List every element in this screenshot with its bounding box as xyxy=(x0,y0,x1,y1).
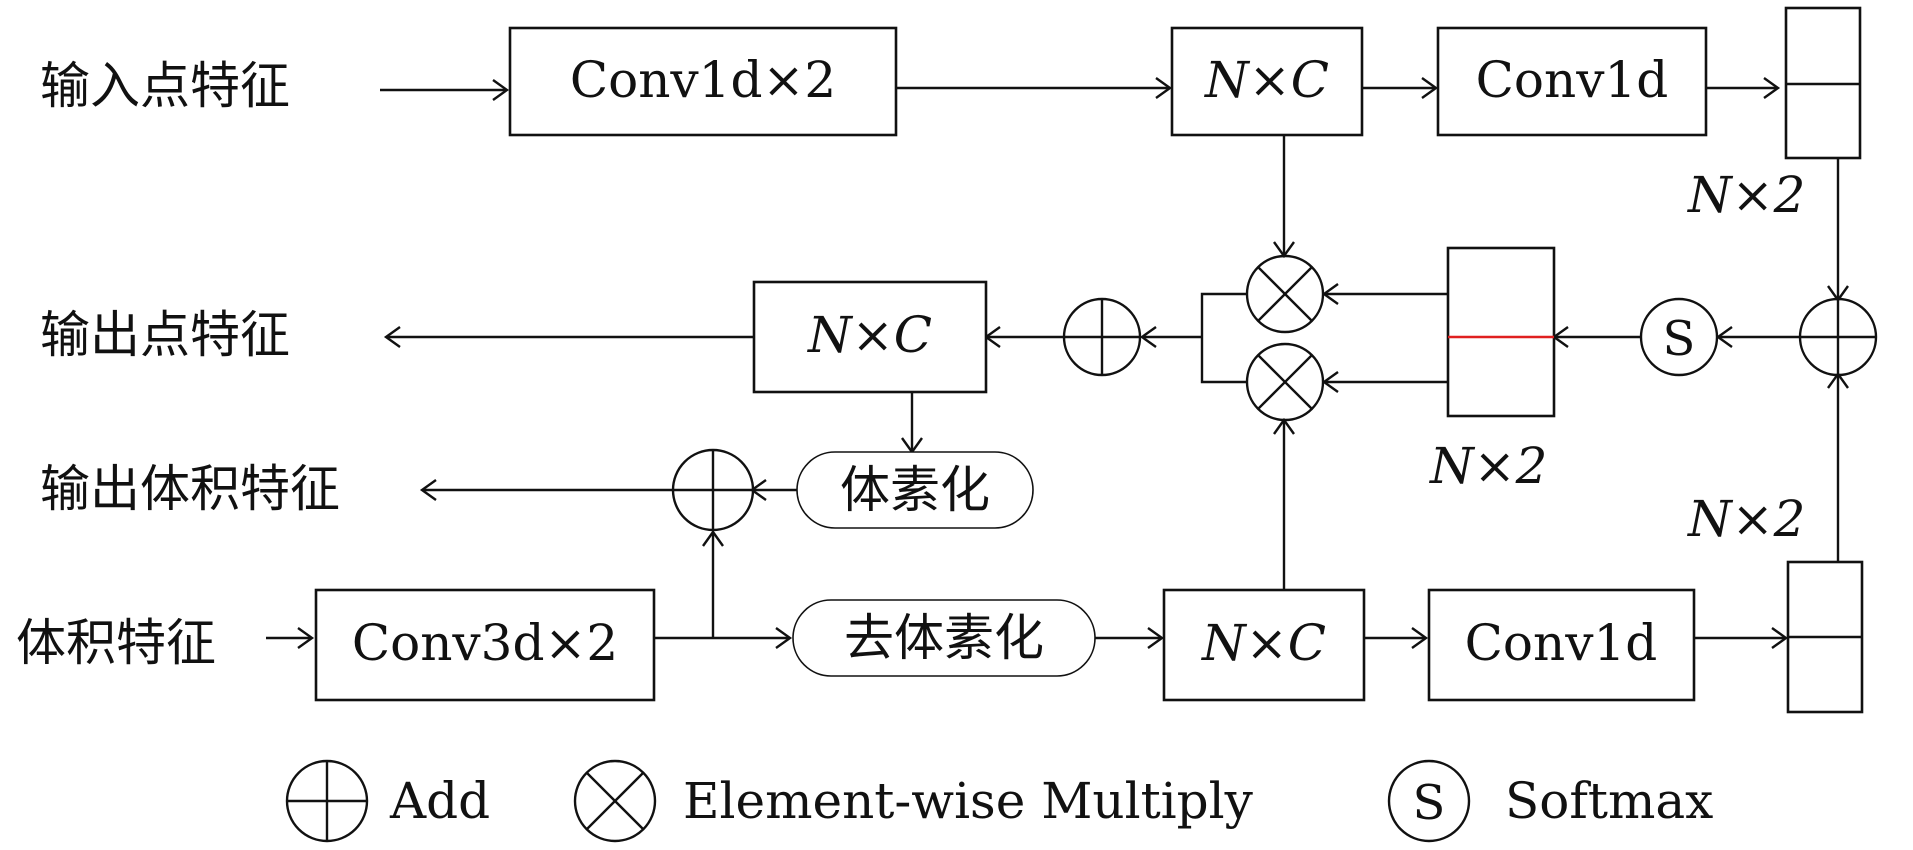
input-volume-features-label: 体积特征 xyxy=(16,614,216,672)
arrow-nxc-mid-to-output xyxy=(383,326,754,348)
nxc-mid-block: N×C xyxy=(752,280,988,394)
conv1d-bottom-label: Conv1d xyxy=(1465,614,1658,672)
nxc-top-label: N×C xyxy=(1204,51,1329,109)
devoxelize-block: 去体素化 xyxy=(792,599,1096,677)
voxelize-block: 体素化 xyxy=(796,451,1034,529)
legend: Add Element-wise Multiply S Softmax xyxy=(285,759,1713,843)
arrow-nxc-top-to-conv1d-top xyxy=(1362,77,1439,99)
conv1d-x2-block: Conv1d×2 xyxy=(508,26,898,137)
split-top-block xyxy=(1784,6,1862,160)
multiply-op-top xyxy=(1245,254,1325,334)
conv3d-x2-block: Conv3d×2 xyxy=(314,588,656,702)
add-op-right xyxy=(1798,297,1878,377)
arrow-add-to-softmax xyxy=(1715,326,1800,348)
conv1d-x2-label: Conv1d×2 xyxy=(570,51,836,109)
conv1d-bottom-block: Conv1d xyxy=(1427,588,1696,702)
nxc-bottom-label: N×C xyxy=(1201,614,1326,672)
arrow-branch-to-add-left xyxy=(702,529,724,638)
dim-mid-label: N×2 xyxy=(1429,437,1547,495)
softmax-op: S xyxy=(1639,297,1719,377)
nxc-top-block: N×C xyxy=(1170,26,1364,137)
merge-multiply-outputs xyxy=(1200,292,1247,384)
arrow-input-to-conv1dx2 xyxy=(380,79,510,101)
arrow-nxc-top-to-multiply xyxy=(1273,135,1295,259)
arrow-volume-to-conv3dx2 xyxy=(266,627,315,649)
add-op-mid xyxy=(1062,297,1142,377)
arrow-conv1d-bottom-to-split xyxy=(1694,627,1789,649)
arrow-voxelize-to-add xyxy=(749,479,797,501)
conv3d-x2-label: Conv3d×2 xyxy=(352,614,618,672)
dim-top-label: N×2 xyxy=(1687,166,1805,224)
multiply-op-bottom xyxy=(1245,342,1325,422)
legend-softmax-icon: S xyxy=(1387,759,1471,843)
arrow-conv1dx2-to-nxc-top xyxy=(896,77,1173,99)
arrow-split-top-to-add xyxy=(1827,158,1849,303)
arrow-split-bottom-to-add xyxy=(1827,371,1849,562)
split-mid-block xyxy=(1446,246,1556,418)
conv1d-top-block: Conv1d xyxy=(1436,26,1708,137)
arrow-nxc-mid-to-voxelize xyxy=(901,392,923,455)
legend-softmax-symbol: S xyxy=(1413,775,1446,831)
arrow-add-mid-to-nxc xyxy=(983,326,1064,348)
conv1d-top-label: Conv1d xyxy=(1476,51,1669,109)
arrow-branch-to-devoxelize xyxy=(713,627,793,649)
output-point-features-label: 输出点特征 xyxy=(40,306,290,364)
arrow-softmax-to-split-mid xyxy=(1551,326,1641,348)
arrow-nxc-bottom-to-multiply xyxy=(1273,417,1295,592)
arrow-conv1d-top-to-split xyxy=(1706,77,1781,99)
legend-multiply-label: Element-wise Multiply xyxy=(683,772,1254,830)
legend-softmax-label: Softmax xyxy=(1505,772,1713,830)
dim-bottom-label: N×2 xyxy=(1687,490,1805,548)
nxc-bottom-block: N×C xyxy=(1162,588,1366,702)
input-point-features-label: 输入点特征 xyxy=(40,57,290,115)
voxelize-label: 体素化 xyxy=(840,461,990,519)
devoxelize-label: 去体素化 xyxy=(844,609,1044,667)
legend-add-label: Add xyxy=(389,772,490,830)
output-volume-features-label: 输出体积特征 xyxy=(40,460,340,518)
legend-add-icon xyxy=(285,759,369,843)
add-op-left xyxy=(671,448,755,532)
arrow-split-to-multiply-bottom xyxy=(1321,371,1448,393)
arrow-add-left-to-output-volume xyxy=(419,479,673,501)
arrow-split-to-multiply-top xyxy=(1321,283,1448,305)
arrow-devoxelize-to-nxc-bottom xyxy=(1095,627,1165,649)
softmax-op-symbol: S xyxy=(1663,311,1696,367)
split-bottom-block xyxy=(1786,560,1864,714)
nxc-mid-label: N×C xyxy=(807,306,932,364)
legend-multiply-icon xyxy=(573,759,657,843)
arrow-nxc-bottom-to-conv1d-bottom xyxy=(1364,627,1429,649)
arrow-merge-to-add-mid xyxy=(1139,326,1202,348)
